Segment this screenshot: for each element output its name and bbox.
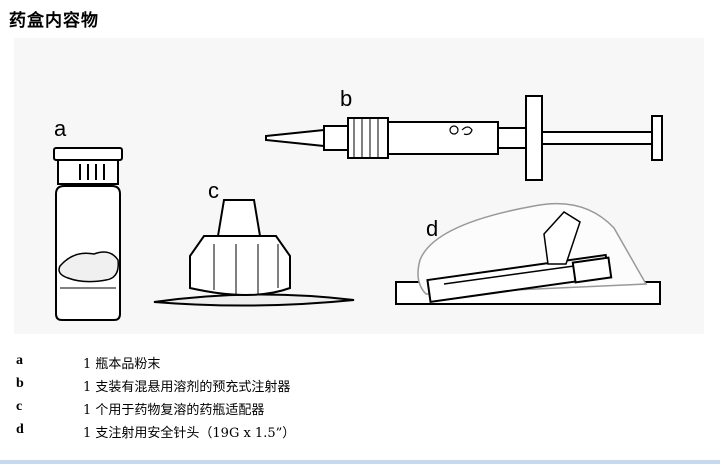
legend-text: 1 支注射用安全针头（19G x 1.5”） — [83, 426, 296, 441]
legend-list: a 1 瓶本品粉末 b 1 支装有混悬用溶剂的预充式注射器 c 1 个用于药物复… — [14, 351, 694, 443]
legend-item-d: d 1 支注射用安全针头（19G x 1.5”） — [14, 420, 694, 443]
legend-text: 1 支装有混悬用溶剂的预充式注射器 — [83, 380, 291, 395]
legend-key: d — [16, 422, 24, 437]
label-c: c — [208, 178, 219, 203]
legend-key: c — [16, 399, 23, 414]
legend-text: 1 瓶本品粉末 — [83, 357, 161, 372]
legend-item-c: c 1 个用于药物复溶的药瓶适配器 — [14, 397, 694, 420]
bottom-border — [0, 460, 720, 464]
label-b: b — [340, 86, 352, 111]
legend-key: b — [16, 376, 24, 391]
label-d: d — [426, 216, 438, 241]
legend-item-b: b 1 支装有混悬用溶剂的预充式注射器 — [14, 374, 694, 397]
vial-adapter-illustration — [153, 199, 355, 307]
legend-item-a: a 1 瓶本品粉末 — [14, 351, 694, 374]
kit-contents-illustration: a b c — [14, 38, 704, 334]
syringe-illustration — [265, 95, 663, 181]
safety-needle-illustration — [395, 202, 661, 305]
legend-key: a — [16, 353, 23, 368]
page-title: 药盒内容物 — [9, 11, 99, 31]
legend-text: 1 个用于药物复溶的药瓶适配器 — [83, 403, 265, 418]
vial-illustration — [53, 147, 123, 321]
label-a: a — [54, 116, 67, 141]
